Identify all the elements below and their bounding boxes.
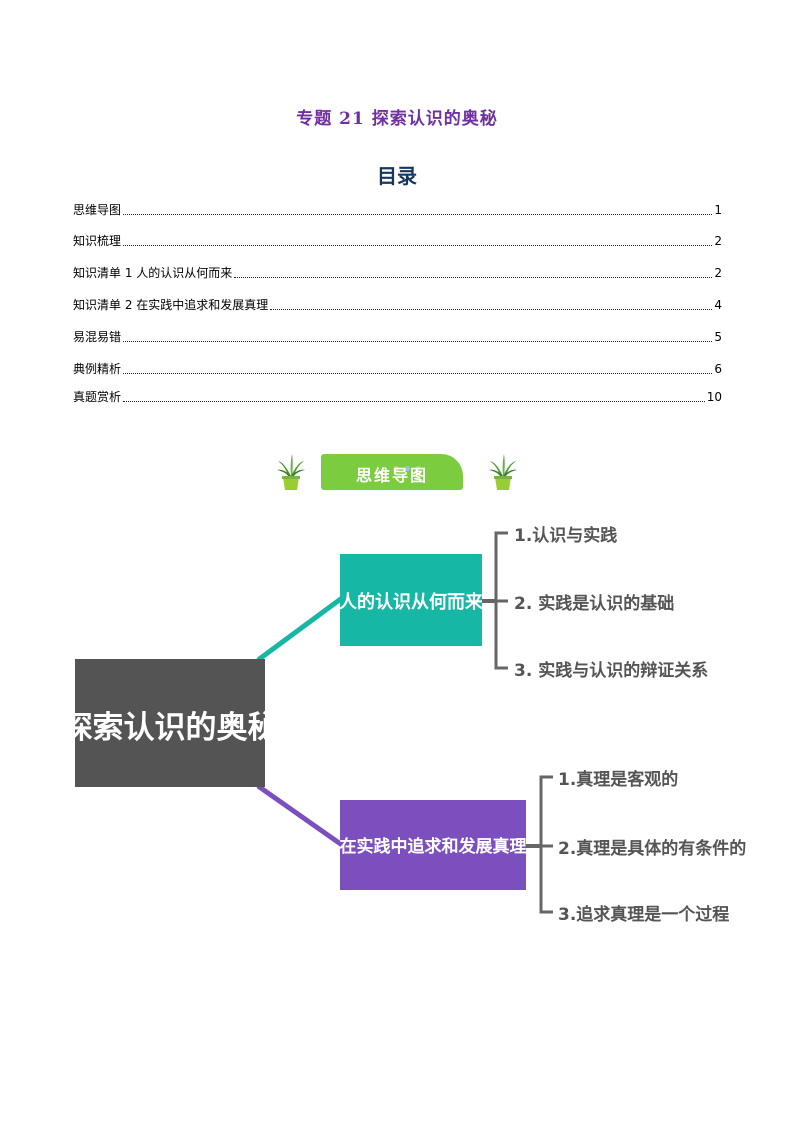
- toc-item[interactable]: 典例精析 6: [73, 362, 722, 376]
- mindmap-leaf-label: 3.追求真理是一个过程: [558, 904, 729, 925]
- mindmap-branch-node: [340, 800, 526, 890]
- mindmap-root-label: 探索认识的奥秘: [62, 710, 279, 746]
- toc-item[interactable]: 知识清单 2 在实践中追求和发展真理 4: [73, 298, 722, 312]
- mindmap-leaf-label: 1.真理是客观的: [558, 769, 678, 790]
- section-banner-label: 思维导图: [355, 466, 428, 485]
- plant-pot-icon: [489, 454, 517, 490]
- document-title: 专题 21 探索认识的奥秘: [296, 109, 498, 129]
- toc-item[interactable]: 知识梳理 2: [73, 234, 722, 248]
- section-banner-box: 思维导图: [321, 454, 463, 490]
- section-banner: 思维导图: [276, 444, 520, 496]
- mindmap-leaf-label: 1.认识与实践: [514, 525, 617, 546]
- connector-branch-1: [256, 595, 344, 663]
- mindmap-root-node: [75, 659, 265, 787]
- mindmap-leaf-label: 2.真理是具体的有条件的: [558, 838, 746, 859]
- mindmap-branch-label: 在实践中追求和发展真理: [340, 836, 527, 857]
- toc-heading: 目录: [377, 164, 417, 188]
- plant-pot-icon: [277, 454, 305, 490]
- mindmap-branch-label: 人的认识从何而来: [339, 591, 484, 613]
- mindmap-branch-node: [340, 554, 482, 646]
- mindmap-leaf-label: 3. 实践与认识的辩证关系: [514, 660, 708, 681]
- toc-item[interactable]: 知识清单 1 人的认识从何而来 2: [73, 266, 722, 280]
- toc-item[interactable]: 思维导图 1: [73, 203, 722, 217]
- toc-item[interactable]: 真题赏析 10: [73, 390, 722, 404]
- toc-item[interactable]: 易混易错 5: [73, 330, 722, 344]
- mindmap-leaf-label: 2. 实践是认识的基础: [514, 593, 674, 614]
- connector-branch-2: [256, 783, 344, 848]
